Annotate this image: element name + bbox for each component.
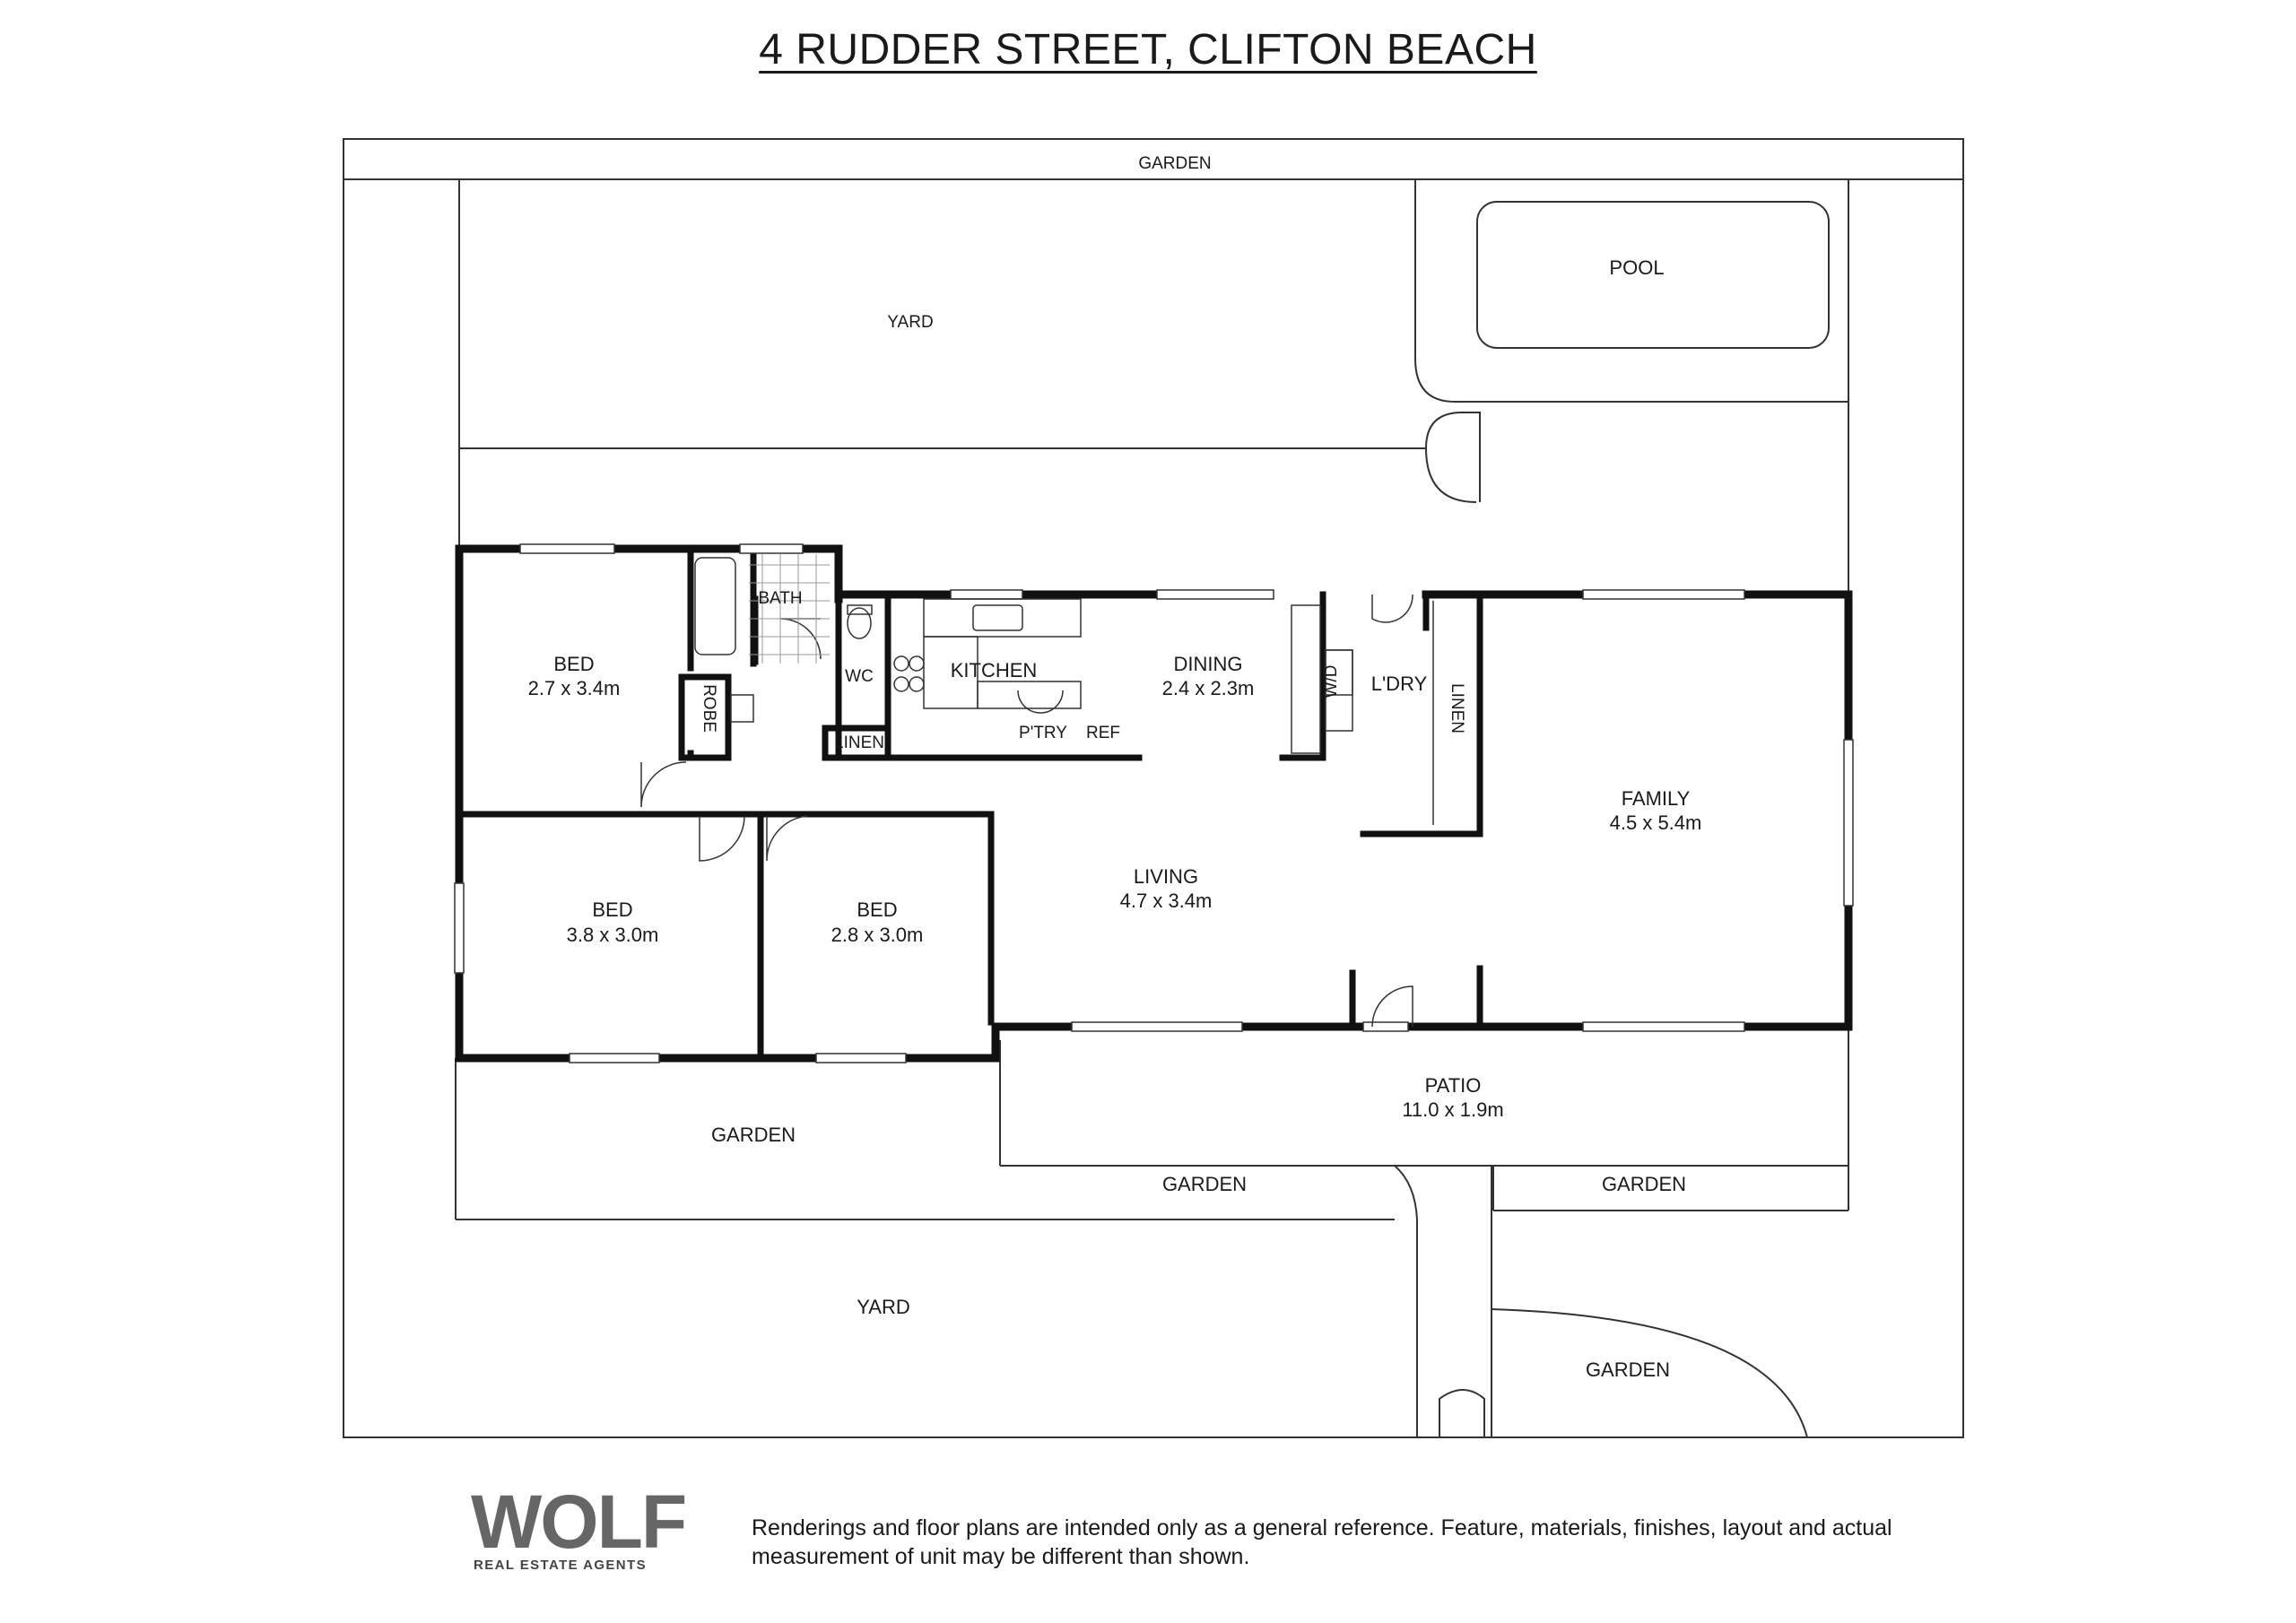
sink-icon [972, 604, 1023, 631]
label-pool: POOL [1609, 256, 1664, 279]
kitchen-bench [923, 598, 1082, 638]
label-ref: REF [1086, 724, 1120, 742]
label-garden-left: GARDEN [711, 1124, 796, 1146]
logo-wordmark: WOLF [471, 1480, 687, 1564]
label-bed2-size: 3.8 x 3.0m [567, 924, 659, 946]
label-family-size: 4.5 x 5.4m [1610, 812, 1702, 834]
label-laundry: L'DRY [1371, 673, 1428, 695]
toilet-icon [847, 607, 872, 639]
washer-dryer-icon [1325, 649, 1353, 696]
fixtures [694, 557, 1353, 754]
label-dining-size: 2.4 x 2.3m [1162, 677, 1255, 699]
label-bed3-name: BED [857, 898, 897, 921]
label-garden-center: GARDEN [1162, 1173, 1247, 1195]
label-dining-name: DINING [1174, 653, 1243, 675]
cooktop-icon [893, 655, 909, 672]
label-bed2-name: BED [592, 898, 632, 921]
label-bath: BATH [758, 589, 802, 608]
label-wc: WC [845, 667, 874, 686]
bathtub-icon [694, 557, 736, 655]
bath-tiles [749, 554, 830, 664]
label-yard-top: YARD [887, 313, 933, 332]
label-robe: ROBE [700, 684, 718, 733]
label-patio-name: PATIO [1425, 1074, 1482, 1097]
label-living-name: LIVING [1134, 865, 1198, 888]
label-bed1-size: 2.7 x 3.4m [528, 677, 621, 699]
label-patio-size: 11.0 x 1.9m [1402, 1098, 1503, 1121]
wolf-logo: WOLF REAL ESTATE AGENTS [471, 1484, 704, 1574]
label-pantry: P'TRY [1019, 724, 1067, 742]
windows [454, 543, 1854, 1063]
label-family-name: FAMILY [1622, 787, 1691, 810]
label-garden-top: GARDEN [1138, 154, 1211, 173]
label-bed3-size: 2.8 x 3.0m [831, 924, 924, 946]
label-living-size: 4.7 x 3.4m [1120, 890, 1213, 912]
label-linen1: LINEN [834, 733, 884, 752]
plan-title-text: 4 RUDDER STREET, CLIFTON BEACH [759, 26, 1537, 74]
disclaimer-text: Renderings and floor plans are intended … [752, 1515, 1892, 1569]
label-wd: W/D [1322, 665, 1341, 699]
logo-tagline: REAL ESTATE AGENTS [474, 1558, 647, 1573]
label-bed1-name: BED [553, 653, 594, 675]
vanity-icon [730, 694, 754, 723]
label-kitchen: KITCHEN [951, 659, 1038, 681]
label-yard-bottom: YARD [857, 1296, 910, 1318]
plan-title: 4 RUDDER STREET, CLIFTON BEACH [0, 25, 2296, 74]
label-linen2: LINEN [1448, 683, 1466, 733]
site-lines [343, 138, 1964, 1438]
label-garden-right: GARDEN [1602, 1173, 1686, 1195]
label-garden-bottom-right: GARDEN [1586, 1358, 1670, 1381]
